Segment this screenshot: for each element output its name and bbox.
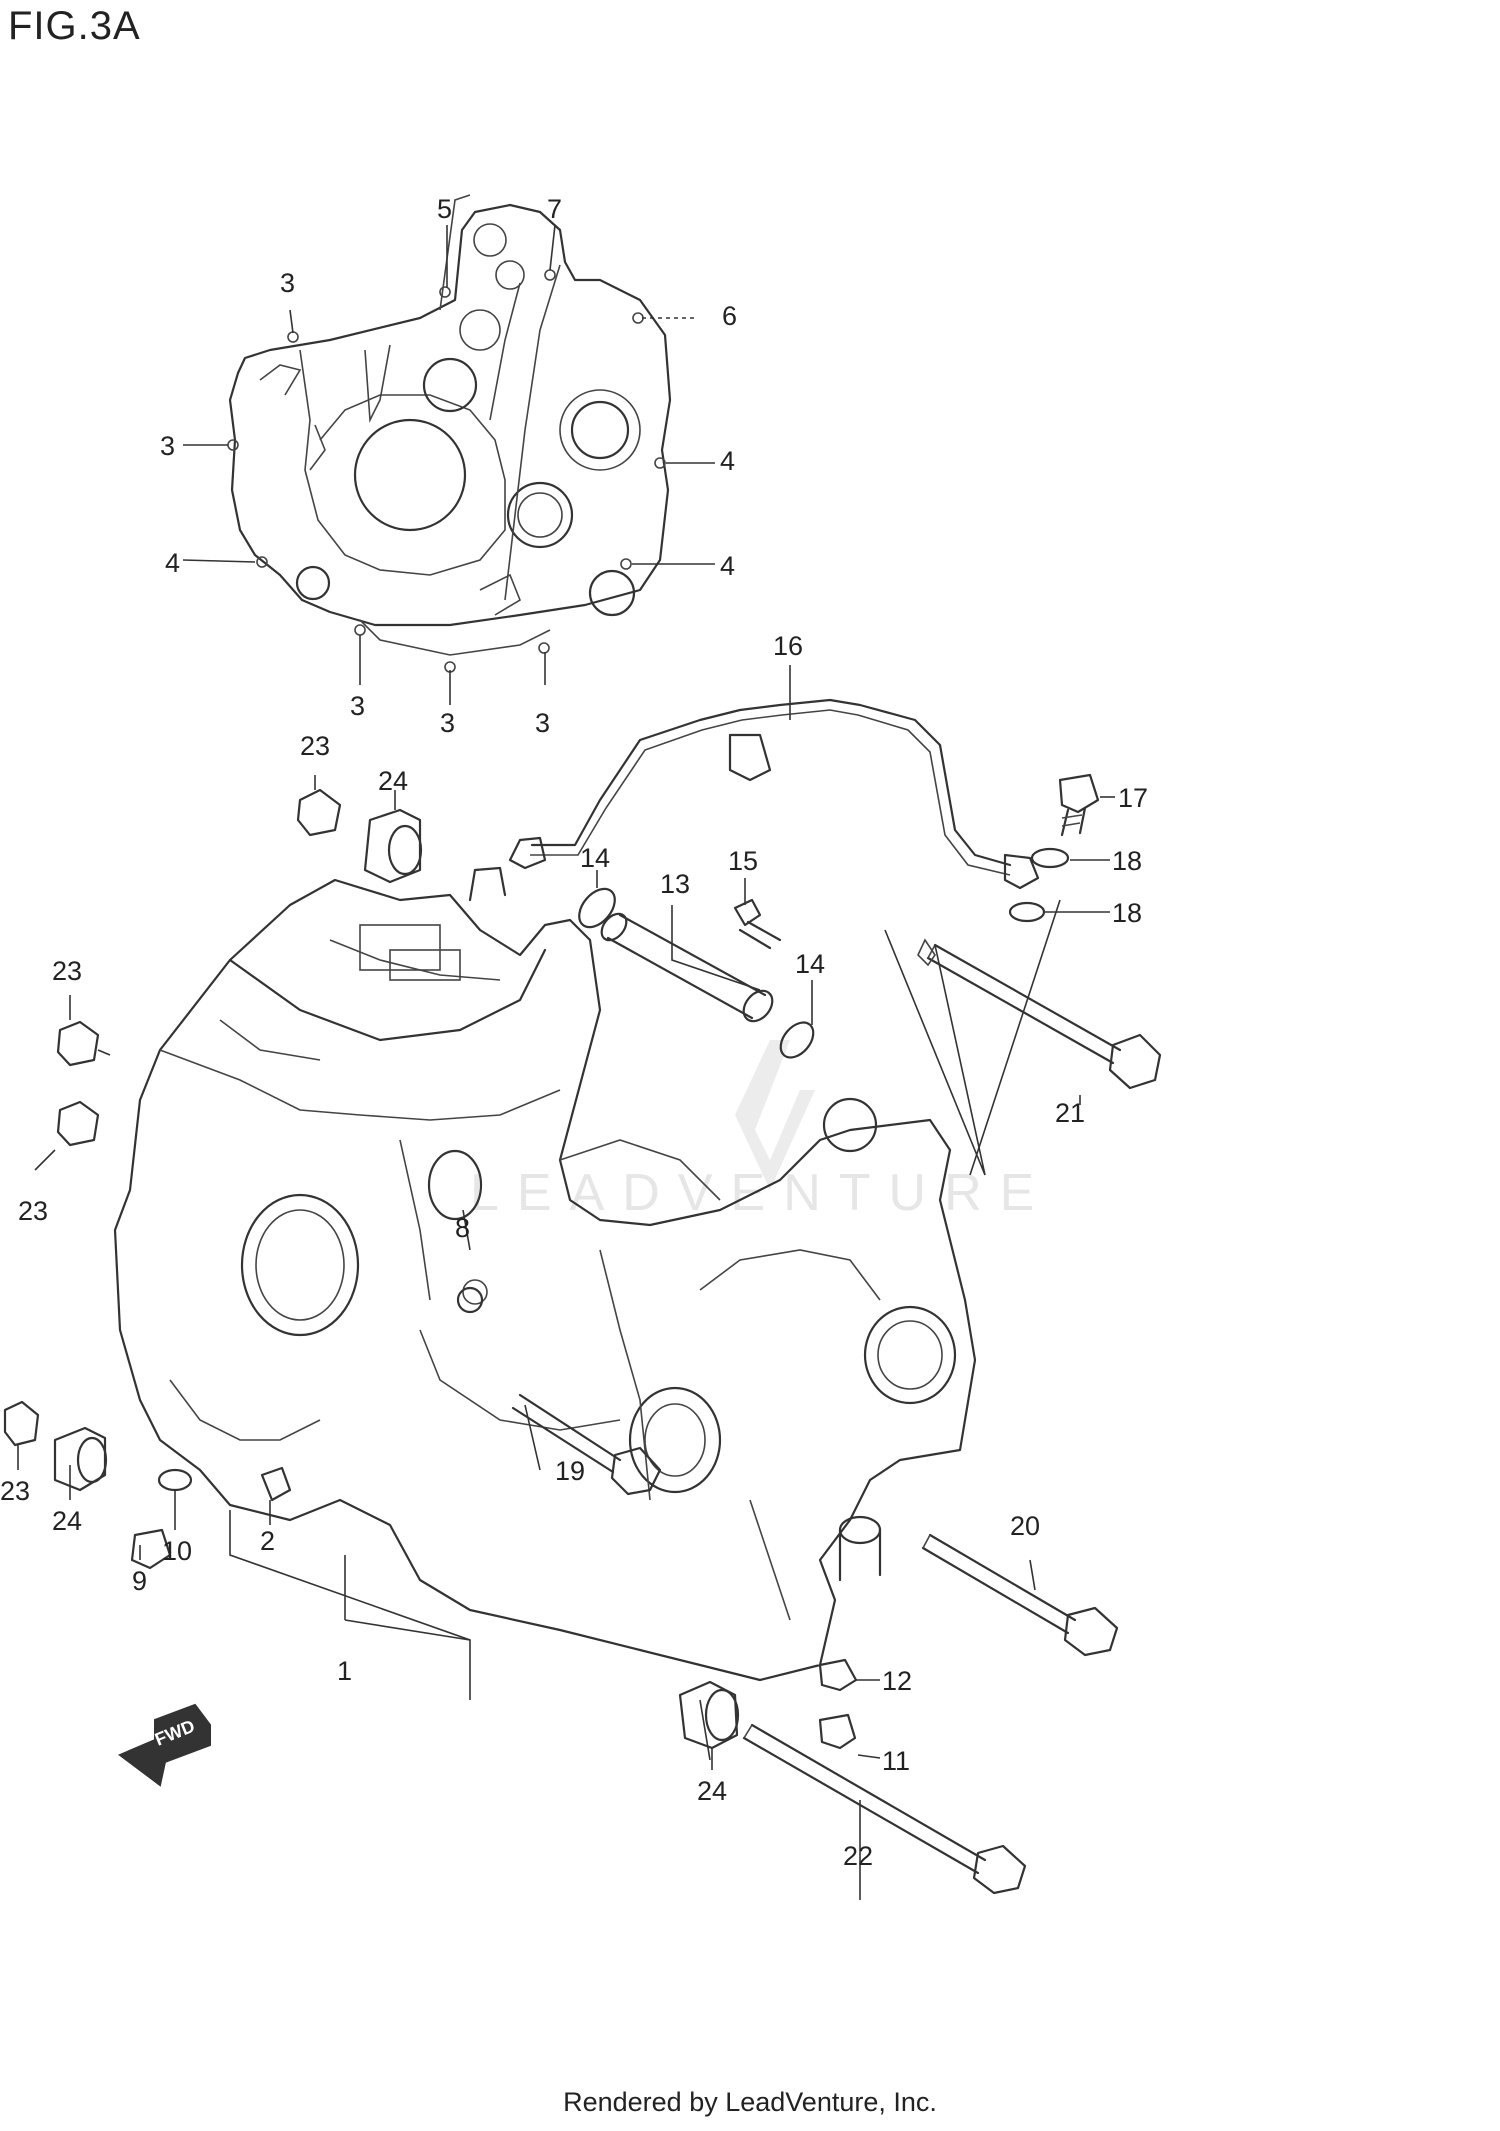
oil-pipe-13-drawing xyxy=(578,887,815,1059)
watermark: LEADVENTURE xyxy=(470,1040,1052,1222)
fwd-arrow-icon: FWD xyxy=(118,1703,211,1787)
callout-23: 23 xyxy=(18,1196,48,1226)
callout-24: 24 xyxy=(378,766,408,796)
callout-3: 3 xyxy=(440,708,455,738)
callout-21: 21 xyxy=(1055,1098,1085,1128)
callout-3: 3 xyxy=(535,708,550,738)
callout-24: 24 xyxy=(52,1506,82,1536)
callout-2: 2 xyxy=(260,1526,275,1556)
watermark-text: LEADVENTURE xyxy=(470,1164,1052,1222)
crankcase-drawing xyxy=(113,866,977,1682)
callout-23: 23 xyxy=(300,731,330,761)
callout-8: 8 xyxy=(455,1213,470,1243)
callout-7: 7 xyxy=(547,194,562,224)
small-parts-drawing xyxy=(3,788,858,1750)
callout-19: 19 xyxy=(555,1456,585,1486)
callout-3: 3 xyxy=(350,691,365,721)
callout-3: 3 xyxy=(160,431,175,461)
oil-pipe-drawing xyxy=(508,698,1040,890)
callout-4: 4 xyxy=(165,548,180,578)
crankcase-exploded-diagram: LEADVENTURE xyxy=(0,194,1162,1900)
callout-6: 6 xyxy=(722,301,737,331)
figure-title: FIG.3A xyxy=(8,4,141,48)
callout-18: 18 xyxy=(1112,846,1142,876)
callout-12: 12 xyxy=(882,1666,912,1696)
callout-13: 13 xyxy=(660,869,690,899)
callout-14: 14 xyxy=(795,949,825,979)
leader-lines xyxy=(17,224,1115,1900)
callout-9: 9 xyxy=(132,1566,147,1596)
footer-credit: Rendered by LeadVenture, Inc. xyxy=(563,2087,937,2117)
callout-16: 16 xyxy=(773,631,803,661)
callout-22: 22 xyxy=(843,1841,873,1871)
bolt-15-drawing xyxy=(733,898,782,950)
callout-1: 1 xyxy=(337,1656,352,1686)
callout-11: 11 xyxy=(882,1746,910,1776)
union-bolt-drawing xyxy=(1008,773,1100,923)
crankcase-gasket-drawing xyxy=(228,194,672,656)
callout-4: 4 xyxy=(720,551,735,581)
callout-labels: 3 3 3 3 3 4 4 4 5 6 7 8 9 10 11 12 13 14… xyxy=(0,194,1148,1871)
long-bolts-drawing xyxy=(511,938,1162,1895)
callout-4: 4 xyxy=(720,446,735,476)
callout-18: 18 xyxy=(1112,898,1142,928)
callout-24: 24 xyxy=(697,1776,727,1806)
callout-5: 5 xyxy=(437,194,452,224)
callout-10: 10 xyxy=(162,1536,192,1566)
callout-17: 17 xyxy=(1118,783,1148,813)
callout-15: 15 xyxy=(728,846,758,876)
callout-23: 23 xyxy=(52,956,82,986)
callout-3: 3 xyxy=(280,268,295,298)
callout-20: 20 xyxy=(1010,1511,1040,1541)
callout-14: 14 xyxy=(580,843,610,873)
callout-23: 23 xyxy=(0,1476,30,1506)
